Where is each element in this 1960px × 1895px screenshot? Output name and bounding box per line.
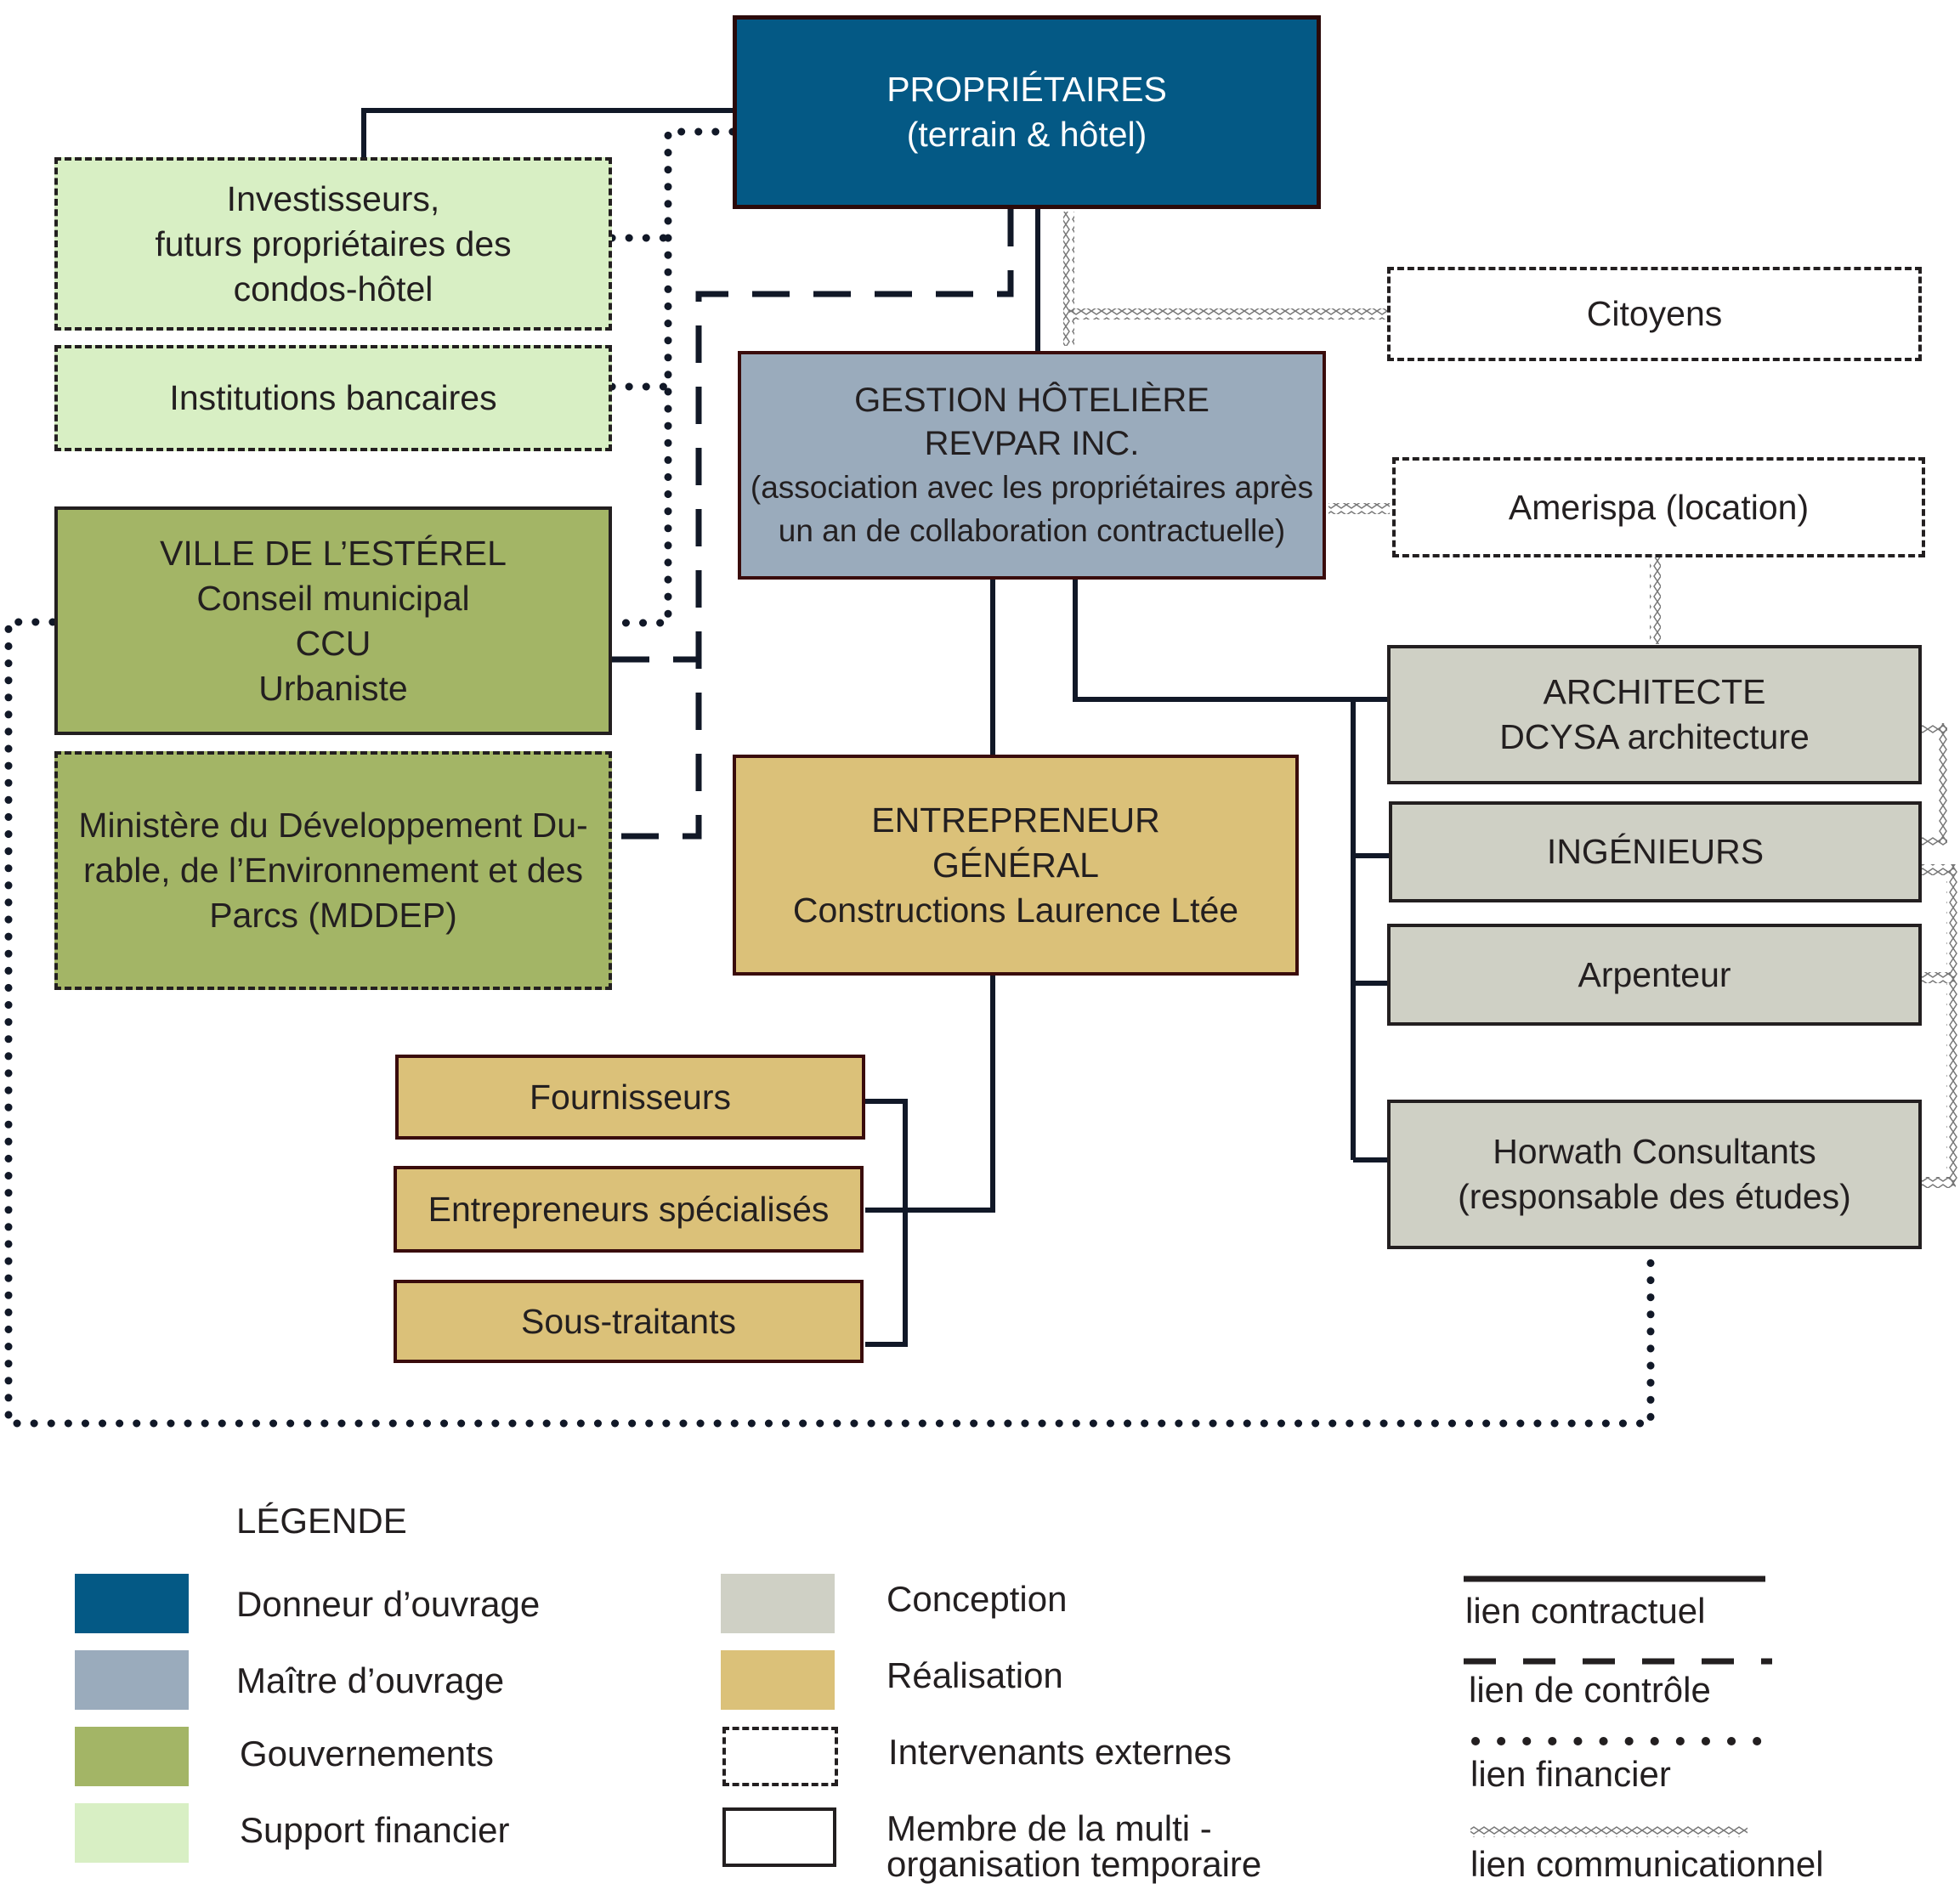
legend-swatch-maitre <box>75 1650 189 1710</box>
box-line: Institutions bancaires <box>169 378 497 417</box>
legend-swatch-conception <box>721 1574 835 1633</box>
box-line: Constructions Laurence Ltée <box>792 890 1239 930</box>
box-line: (terrain & hôtel) <box>906 115 1147 154</box>
box-ville-esterel: VILLE DE L’ESTÉREL Conseil municipal CCU… <box>54 506 612 735</box>
box-line: Citoyens <box>1586 294 1723 333</box>
legend-swatch-donneur <box>75 1574 189 1633</box>
legend-line-samples <box>1464 1575 1772 1837</box>
legend-link-label: lien communicationnel <box>1470 1844 1824 1884</box>
legend-link-label: lien financier <box>1470 1754 1671 1794</box>
box-line: DCYSA architecture <box>1499 717 1810 756</box>
box-ingenieurs: INGÉNIEURS <box>1389 801 1922 902</box>
box-line: Parcs (MDDEP) <box>209 896 457 935</box>
box-line: CCU <box>295 623 371 663</box>
box-line: Investisseurs, <box>226 178 440 218</box>
box-proprietaires: PROPRIÉTAIRES (terrain & hôtel) <box>733 15 1321 209</box>
box-entrepreneurs-specialises: Entrepreneurs spécialisés <box>394 1166 864 1253</box>
box-line: Conseil municipal <box>196 578 470 618</box>
legend-swatch-gouvernements <box>75 1727 189 1786</box>
box-line: Sous-traitants <box>521 1301 736 1341</box>
box-entrepreneur-general: ENTREPRENEUR GÉNÉRAL Constructions Laure… <box>733 755 1299 976</box>
box-line: PROPRIÉTAIRES <box>887 70 1167 109</box>
box-line: GÉNÉRAL <box>932 845 1099 885</box>
box-line: (responsable des études) <box>1458 1177 1851 1216</box>
box-line: futurs propriétaires des <box>155 223 512 263</box>
legend-swatch-membre <box>722 1807 836 1867</box>
box-amerispa: Amerispa (location) <box>1392 457 1925 557</box>
contractual-links <box>361 108 1389 1347</box>
legend-label: organisation temporaire <box>887 1844 1262 1884</box>
legend-label: Maître d’ouvrage <box>236 1660 505 1700</box>
box-line: ARCHITECTE <box>1543 672 1766 711</box>
legend-swatch-externes <box>722 1727 838 1786</box>
box-line: Entrepreneurs spécialisés <box>428 1189 830 1229</box>
legend-swatch-support <box>75 1803 189 1863</box>
legend-label: Support financier <box>240 1810 510 1850</box>
legend-swatch-realisation <box>721 1650 835 1710</box>
box-line: un an de collaboration contractuelle) <box>778 512 1286 548</box>
box-investisseurs: Investisseurs, futurs propriétaires des … <box>54 157 612 331</box>
box-line: Horwath Consultants <box>1493 1132 1816 1171</box>
box-line: Fournisseurs <box>530 1077 731 1117</box>
box-line: Arpenteur <box>1578 954 1731 994</box>
legend-link-label: lien contractuel <box>1465 1591 1706 1631</box>
box-line: VILLE DE L’ESTÉREL <box>160 533 507 573</box>
box-institutions-bancaires: Institutions bancaires <box>54 345 612 451</box>
box-horwath: Horwath Consultants (responsable des étu… <box>1387 1100 1922 1249</box>
box-line: Amerispa (location) <box>1508 487 1810 527</box>
control-links <box>612 209 1014 840</box>
box-line: INGÉNIEURS <box>1546 832 1765 871</box>
communication-links <box>1063 212 1957 1188</box>
box-gestion-hoteliere: GESTION HÔTELIÈRE REVPAR INC. (associati… <box>738 351 1326 580</box>
legend-label: Intervenants externes <box>888 1732 1232 1772</box>
box-line: REVPAR INC. <box>924 424 1140 462</box>
legend-label: Conception <box>887 1579 1068 1619</box>
box-line: Urbaniste <box>258 668 408 708</box>
box-line: condos-hôtel <box>233 269 433 308</box>
box-line: ENTREPRENEUR <box>871 800 1160 840</box>
legend-title: LÉGENDE <box>236 1501 407 1541</box>
box-line: Ministère du Développement Du- <box>78 806 588 845</box>
legend-label: Membre de la multi - <box>887 1808 1212 1848</box>
box-line: GESTION HÔTELIÈRE <box>854 381 1209 419</box>
box-architecte: ARCHITECTE DCYSA architecture <box>1387 645 1922 784</box>
box-mddep: Ministère du Développement Du- rable, de… <box>54 751 612 990</box>
legend-link-label: lien de contrôle <box>1469 1670 1711 1710</box>
box-line: rable, de l’Environnement et des <box>82 851 583 890</box>
financial-links <box>4 127 1655 1428</box>
legend-label: Gouvernements <box>240 1734 494 1773</box>
box-arpenteur: Arpenteur <box>1387 924 1922 1026</box>
legend-label: Donneur d’ouvrage <box>236 1584 541 1624</box>
box-line: (association avec les propriétaires aprè… <box>750 469 1314 505</box>
box-sous-traitants: Sous-traitants <box>394 1280 864 1363</box>
box-citoyens: Citoyens <box>1387 267 1922 361</box>
legend-label: Réalisation <box>887 1655 1063 1695</box>
box-fournisseurs: Fournisseurs <box>395 1055 865 1140</box>
